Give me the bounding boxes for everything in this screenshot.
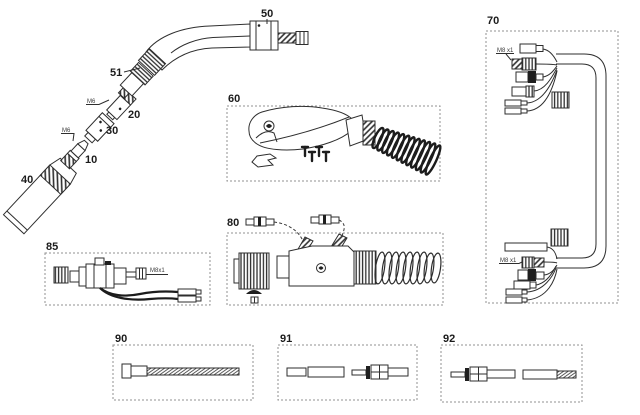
part-10-contact-tip: [59, 139, 89, 170]
switch-body: [69, 257, 147, 289]
box-91-border: [277, 344, 418, 401]
tube-long: [307, 366, 345, 378]
cable-loop: [556, 53, 607, 269]
thread-label-m8x1-switch: M8x1: [150, 268, 165, 274]
ferrule-top: [551, 91, 570, 109]
thread-label-m6-near-20-leader: [86, 99, 110, 105]
brand-logo-body: [316, 263, 326, 273]
box-90-border: [112, 344, 254, 401]
connector-spades: [504, 69, 558, 115]
connector-m8: [511, 57, 558, 71]
box-60-label: 60: [228, 93, 240, 105]
part-40-gas-nozzle: [2, 157, 77, 235]
box-80-border: [226, 232, 444, 306]
thread-label-m8-bottom: M8 x1: [500, 258, 517, 264]
box-85-border: [44, 252, 211, 306]
box-70-label: 70: [487, 15, 499, 27]
callout-50: 50: [261, 8, 273, 20]
strain-relief-spring-dark: [371, 126, 442, 176]
pilot-plug-right: [310, 214, 345, 237]
thread-label-m8-top-leader: [496, 53, 514, 61]
handle-screws: [300, 145, 331, 163]
liner-collar: [130, 365, 148, 377]
box-80-connector-assembly: 80: [226, 214, 444, 306]
tube-short: [286, 367, 307, 377]
torch-front-end-assembly: 50 51 20 30 10 40 M6 M6: [2, 8, 309, 235]
connector-banded-bottom: [517, 264, 558, 281]
box-70-cable-assembly: 70 M8 x1: [485, 15, 619, 304]
box-90-liner: 90: [112, 333, 254, 401]
thread-label-m8-bottom-leader: [499, 261, 523, 264]
box-90-label: 90: [115, 333, 127, 345]
strain-relief-spring-open: [374, 251, 442, 285]
box-85-label: 85: [46, 241, 58, 253]
connector-sleeve: [511, 67, 558, 98]
tube-with-collet: [450, 366, 516, 382]
brand-logo-handle: [263, 120, 275, 132]
bottom-connectors: M8 x1: [499, 228, 569, 304]
callout-51-leader: [123, 67, 141, 73]
neck-knurled-collar: [137, 47, 167, 77]
strain-relief-rings: [362, 120, 376, 146]
euro-nut: [233, 252, 270, 290]
box-91-label: 91: [280, 333, 292, 345]
liner-spiral: [146, 367, 240, 376]
ferrule-bottom: [550, 228, 569, 247]
thread-label-m8-top: M8 x1: [497, 48, 514, 54]
tube-with-collet: [351, 364, 409, 380]
trigger-part: [251, 153, 278, 168]
connector-m8-bottom: [521, 256, 558, 269]
part-51-nozzle-holder: [117, 61, 154, 100]
callout-30: 30: [106, 125, 118, 137]
box-91-guide-tube-set: 91: [277, 333, 418, 401]
box-85-switch-assembly: 85 M8x1: [44, 241, 211, 306]
handle-body: [248, 105, 355, 151]
connector-banded: [515, 65, 558, 83]
thread-label-m6-near-10-leader: [61, 133, 75, 142]
grease-pictogram: [246, 290, 262, 304]
top-connectors: M8 x1: [496, 43, 558, 115]
thread-label-m6-near-10: M6: [62, 128, 71, 134]
box-70-border: [485, 30, 619, 304]
callout-20: 20: [128, 109, 140, 121]
thread-label-m6-near-20: M6: [87, 99, 96, 105]
connector-spades-bottom: [505, 267, 558, 304]
box-92-guide-tube-set: 92: [440, 333, 583, 403]
connector-body: [276, 233, 355, 287]
plain-tube: [504, 242, 548, 252]
box-92-border: [440, 344, 583, 403]
callout-51: 51: [110, 67, 122, 79]
switch-wires: [99, 287, 202, 303]
connector-plug: [519, 43, 558, 63]
tube-with-spiral-tip: [522, 369, 577, 380]
part-50-swan-neck: [137, 20, 309, 77]
dome-icon: [246, 290, 262, 294]
box-80-label: 80: [227, 217, 239, 229]
callout-40: 40: [21, 174, 33, 186]
liner-end-cap: [121, 363, 132, 379]
box-92-label: 92: [443, 333, 455, 345]
callout-10: 10: [85, 154, 97, 166]
part-30-gas-diffuser: [84, 112, 115, 144]
switch-insert: [53, 266, 69, 284]
threaded-section: [353, 250, 377, 285]
pilot-plug-left: [245, 216, 304, 242]
box-60-handle-assembly: 60: [226, 93, 442, 182]
